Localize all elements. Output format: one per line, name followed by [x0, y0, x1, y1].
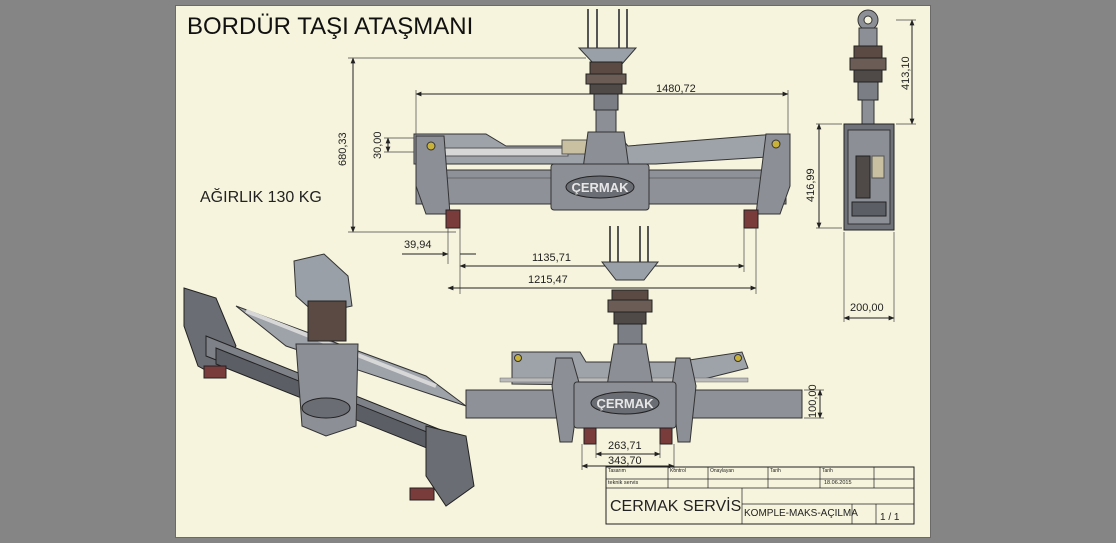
- drawing-title: BORDÜR TAŞI ATAŞMANI: [187, 13, 474, 40]
- dim-inner-width: 1135,71: [532, 252, 571, 264]
- title-block: Tasarım Kontrol Onaylayan Tarih Tarih te…: [605, 466, 915, 525]
- logo-text-top: ÇERMAK: [571, 180, 629, 195]
- weight-label: AĞIRLIK 130 KG: [200, 189, 322, 206]
- dim-side-width: 200,00: [850, 302, 884, 314]
- dimensions-bottom: 100,00 263,71 343,70: [581, 384, 824, 470]
- dimensions-top: 1480,72 680,33 30,00 39,94 1135,71 1215,…: [337, 57, 789, 294]
- dim-height-total: 680,33: [337, 132, 349, 166]
- dim-foot-outer: 343,70: [608, 455, 642, 467]
- tb-header-2: Kontrol: [670, 468, 686, 474]
- dim-gap-30: 30,00: [372, 131, 384, 159]
- front-view-top: ÇERMAK: [413, 9, 791, 229]
- drawing-sheet: BORDÜR TAŞI ATAŞMANI AĞIRLIK 130 KG: [175, 5, 931, 538]
- dim-front-height: 100,00: [807, 384, 819, 418]
- dim-offset: 39,94: [404, 239, 432, 251]
- side-view: [843, 9, 895, 231]
- dim-top-width: 1480,72: [656, 83, 696, 95]
- dim-side-height: 416,99: [805, 168, 817, 202]
- dim-outer-width: 1215,47: [528, 274, 568, 286]
- isometric-view: [183, 253, 475, 507]
- tb-header-4: Tarih: [770, 468, 781, 474]
- tb-header-5: Tarih: [822, 468, 833, 474]
- dim-side-top: 413,10: [900, 56, 912, 90]
- tb-header-1: Tasarım: [608, 468, 626, 474]
- tb-date: 18.06.2015: [824, 480, 852, 486]
- front-view-bottom: ÇERMAK: [465, 226, 803, 445]
- drawing-canvas: ÇERMAK 1480,72 680,33 30,00: [183, 9, 916, 525]
- logo-text-bottom: ÇERMAK: [596, 396, 654, 411]
- tb-sheet: 1 / 1: [880, 512, 900, 523]
- dim-foot-inner: 263,71: [608, 440, 642, 452]
- tb-designer: teknik servis: [608, 480, 639, 486]
- tb-company: CERMAK SERVİS: [610, 496, 741, 515]
- tb-header-3: Onaylayan: [710, 468, 734, 474]
- dimensions-side: 413,10 416,99 200,00: [805, 19, 916, 322]
- tb-drawing-name: KOMPLE-MAKS-AÇILMA: [744, 508, 858, 519]
